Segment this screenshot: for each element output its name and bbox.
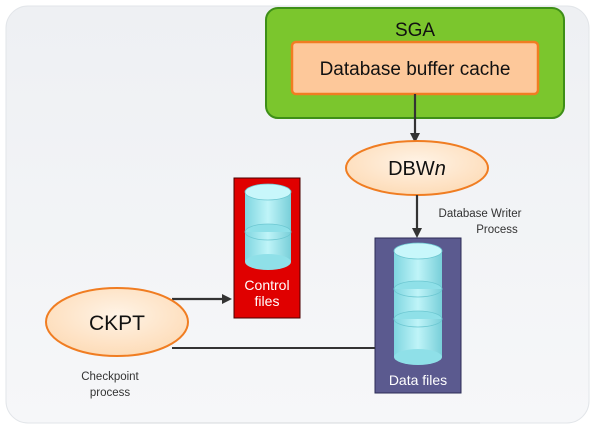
ckpt-caption: Checkpoint process: [81, 371, 139, 399]
sga-label: SGA: [395, 20, 435, 41]
control-files-label-line2: files: [255, 293, 280, 309]
ckpt-process: CKPT: [45, 287, 189, 357]
ckpt-label: CKPT: [89, 312, 145, 335]
ckpt-caption-line1: Checkpoint: [81, 371, 139, 383]
data-files-label: Data files: [389, 372, 447, 388]
data-files: Data files: [374, 237, 462, 394]
dbwn-process: DBWn: [345, 140, 489, 196]
control-files-cylinder-icon: [244, 183, 292, 270]
control-files: Control files: [233, 177, 301, 319]
control-files-label-line1: Control: [244, 277, 289, 293]
dbwn-label: DBWn: [388, 158, 446, 180]
dbwn-caption: Database Writer Process: [439, 208, 522, 236]
buffer-cache-label: Database buffer cache: [320, 59, 511, 80]
database-buffer-cache: Database buffer cache: [290, 40, 540, 96]
dbwn-caption-line1: Database Writer: [439, 208, 522, 220]
ckpt-caption-line2: process: [90, 387, 131, 399]
dbwn-caption-line2: Process: [476, 224, 518, 236]
data-files-cylinder-icon: [393, 242, 443, 365]
